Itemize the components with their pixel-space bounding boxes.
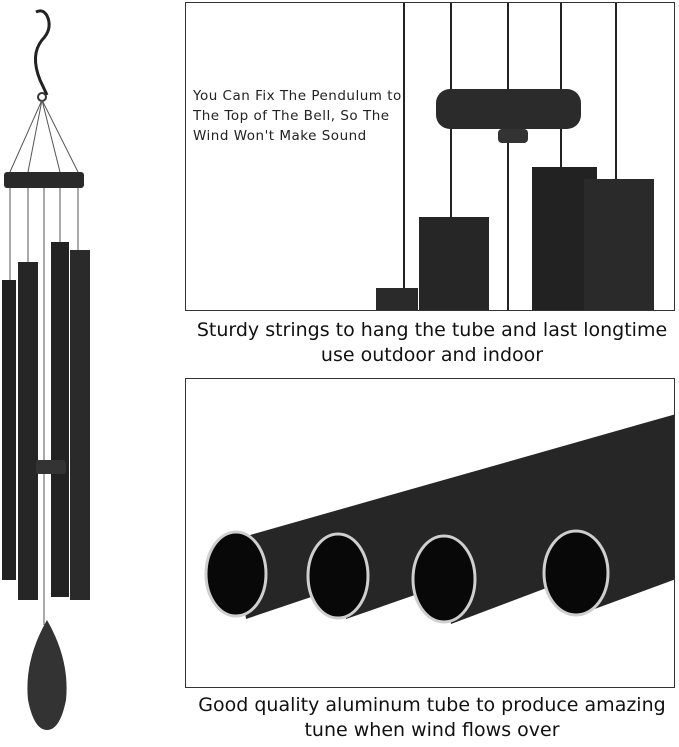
strings-detail-panel [185, 2, 675, 311]
tube-caption: Good quality aluminum tube to produce am… [198, 694, 666, 741]
strings-detail-image [376, 3, 654, 310]
strings-caption: Sturdy strings to hang the tube and last… [196, 319, 668, 366]
aluminum-tubes-image [204, 414, 674, 624]
pendulum-note: You Can Fix The Pendulum to The Top of T… [193, 88, 402, 144]
wind-chime-full-view [2, 9, 90, 730]
tube-detail-panel [185, 378, 675, 688]
